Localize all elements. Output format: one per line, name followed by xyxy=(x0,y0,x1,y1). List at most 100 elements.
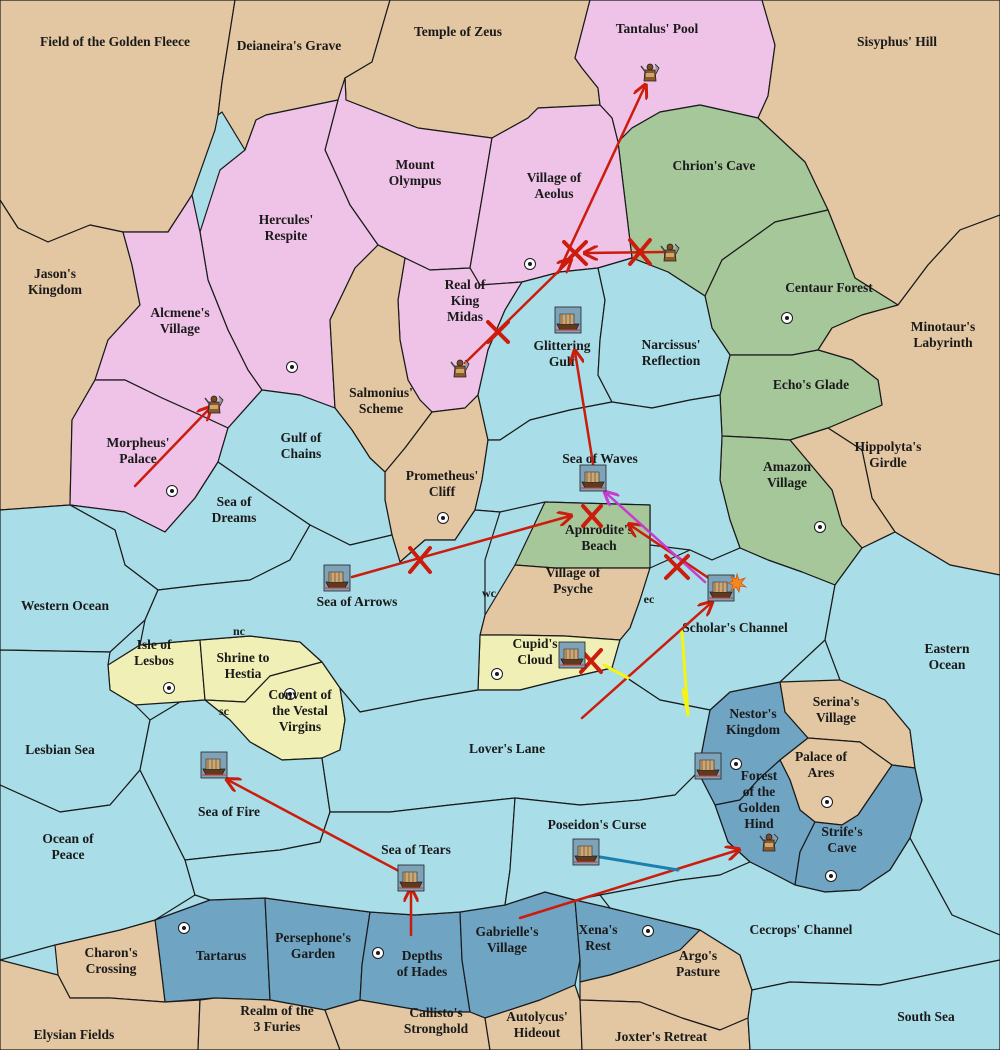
label-deianeiras-grave: Deianeira's Grave xyxy=(237,38,342,53)
support-line xyxy=(681,688,690,717)
supply-center-icon xyxy=(814,521,826,533)
label-western-ocean: Western Ocean xyxy=(21,598,110,613)
move-arrow xyxy=(518,850,738,920)
fleet-icon[interactable] xyxy=(707,574,735,602)
label-sea-of-fire: Sea of Fire xyxy=(198,804,260,819)
label-prometheus-cliff: Prometheus'Cliff xyxy=(406,468,479,499)
fleet-icon[interactable] xyxy=(694,752,722,780)
move-arrow xyxy=(133,408,210,488)
label-poseidons-curse: Poseidon's Curse xyxy=(548,817,647,832)
supply-center-icon xyxy=(524,258,536,270)
region-scholars-channel[interactable] xyxy=(611,547,836,711)
label-elysian-fields: Elysian Fields xyxy=(34,1027,115,1042)
supply-center-icon xyxy=(437,512,449,524)
label-joxters-retreat: Joxter's Retreat xyxy=(615,1029,708,1044)
region-callistos-stronghold[interactable] xyxy=(324,999,491,1050)
fleet-icon[interactable] xyxy=(572,838,600,866)
move-arrow xyxy=(463,260,570,365)
fleet-icon[interactable] xyxy=(397,864,425,892)
label-tartarus: Tartarus xyxy=(196,948,247,963)
label-south-sea: South Sea xyxy=(897,1009,955,1024)
label-chrions-cave: Chrion's Cave xyxy=(673,158,756,173)
region-joxters-retreat[interactable] xyxy=(579,999,751,1050)
label-hercules-respite: Hercules'Respite xyxy=(259,212,314,243)
orders-layer xyxy=(133,86,738,937)
coast-label-ec: ec xyxy=(644,592,655,606)
label-field-of-the-golden-fleece: Field of the Golden Fleece xyxy=(40,34,190,49)
label-autolycus-hideout: Autolycus'Hideout xyxy=(506,1009,568,1040)
label-temple-of-zeus: Temple of Zeus xyxy=(414,24,502,39)
move-arrow xyxy=(556,86,645,275)
coast-label-nc: nc xyxy=(233,624,246,638)
fleet-icon[interactable] xyxy=(200,751,228,779)
supply-center-icon xyxy=(163,682,175,694)
fleet-icon[interactable] xyxy=(554,306,582,334)
supply-center-icon xyxy=(825,870,837,882)
supply-center-icon xyxy=(372,947,384,959)
fleet-icon[interactable] xyxy=(323,564,351,592)
move-arrow xyxy=(575,352,596,472)
region-south-sea[interactable] xyxy=(747,959,1000,1050)
support-line xyxy=(680,630,690,717)
label-echos-glade: Echo's Glade xyxy=(773,377,849,392)
label-scholars-channel: Scholar's Channel xyxy=(682,620,788,635)
burst-icon xyxy=(726,572,748,594)
move-arrow xyxy=(580,603,711,720)
label-morpheus-palace: Morpheus'Palace xyxy=(106,435,169,466)
supply-center-icon xyxy=(178,922,190,934)
label-centaur-forest: Centaur Forest xyxy=(785,280,873,295)
move-arrow xyxy=(350,516,570,579)
supply-center-icon xyxy=(642,925,654,937)
label-sea-of-arrows: Sea of Arrows xyxy=(317,594,398,609)
region-cecrops-channel[interactable] xyxy=(599,837,1000,991)
supply-center-icon xyxy=(491,668,503,680)
region-elysian-fields[interactable] xyxy=(0,959,201,1050)
supply-center-icon xyxy=(781,312,793,324)
fleet-icon[interactable] xyxy=(558,641,586,669)
label-sea-of-waves: Sea of Waves xyxy=(562,451,638,466)
coast-label-sc: sc xyxy=(219,704,230,718)
move-arrow xyxy=(586,252,667,253)
supply-center-icon xyxy=(286,361,298,373)
label-narcissus-reflection: Narcissus'Reflection xyxy=(641,337,700,368)
label-salmonius-scheme: Salmonius'Scheme xyxy=(349,385,413,416)
label-cecrops-channel: Cecrops' Channel xyxy=(750,922,853,937)
convoy-line xyxy=(598,855,680,872)
convoy-arrow xyxy=(606,493,707,584)
supply-center-icon xyxy=(821,796,833,808)
supply-center-icon xyxy=(166,485,178,497)
support-line xyxy=(602,663,630,680)
move-arrow xyxy=(228,780,414,880)
label-tantalus-pool: Tantalus' Pool xyxy=(616,21,699,36)
coast-label-wc: wc xyxy=(482,586,497,600)
fleet-icon[interactable] xyxy=(579,464,607,492)
